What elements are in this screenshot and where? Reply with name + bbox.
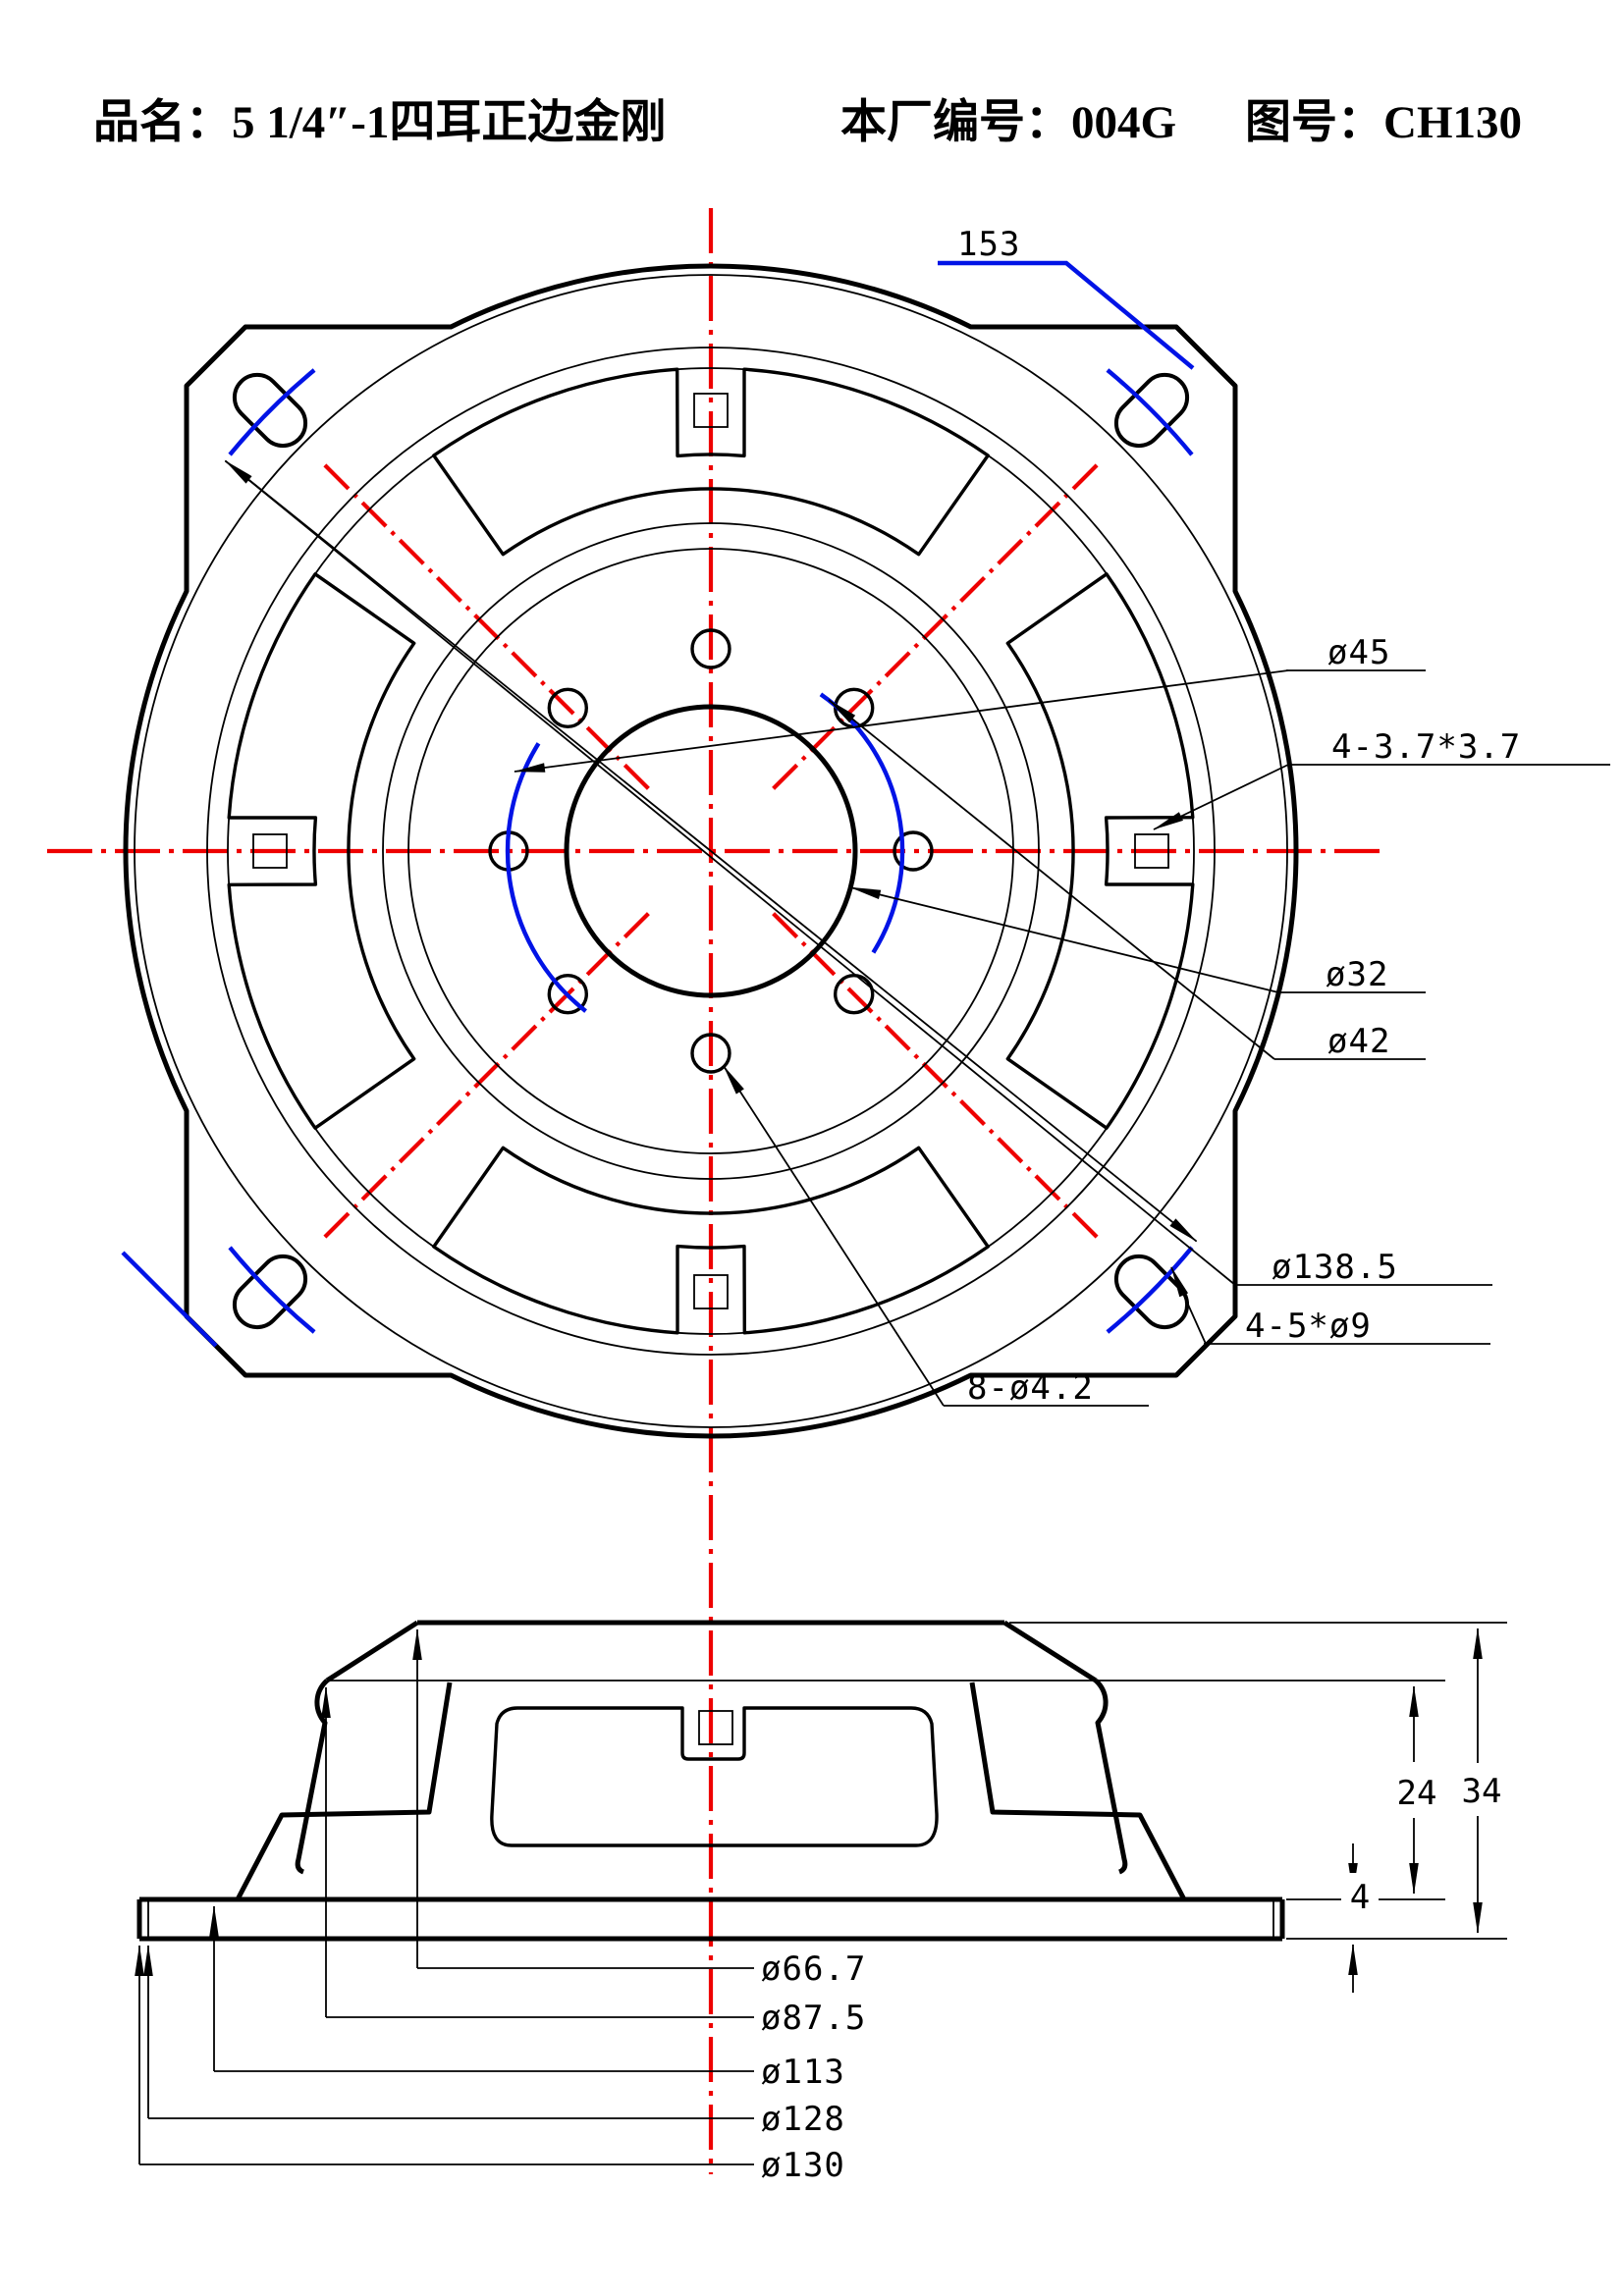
dim-holes: 8-ø4.2 bbox=[967, 1368, 1094, 1408]
slot-bc-arc-sw bbox=[228, 1246, 316, 1334]
dim-slots: 4-5*ø9 bbox=[1245, 1307, 1372, 1346]
top-view-dims: 153 ø45 4-3.7*3.7 ø32 ø42 ø138.5 4-5*ø9 … bbox=[957, 225, 1521, 1408]
dim-d130: ø130 bbox=[761, 2146, 845, 2185]
cone-base-circle bbox=[206, 347, 1216, 1356]
factory-number: 本厂编号：004G bbox=[840, 97, 1176, 148]
vent-windows bbox=[227, 367, 1195, 1335]
dim-d42: ø42 bbox=[1327, 1022, 1390, 1061]
dim-4: 4 bbox=[1350, 1878, 1370, 1917]
skirt-left bbox=[295, 1679, 329, 1875]
vent-window bbox=[432, 367, 990, 557]
upper-step-circle bbox=[382, 522, 1040, 1180]
diagonal-centerline-se bbox=[772, 912, 1102, 1242]
product-name: 品名：5 1/4″-1四耳正边金刚 bbox=[93, 97, 666, 148]
wall-right bbox=[969, 1682, 1187, 1901]
title-block: 品名：5 1/4″-1四耳正边金刚 本厂编号：004G 图号：CH130 bbox=[93, 97, 1522, 148]
dim-squares: 4-3.7*3.7 bbox=[1331, 727, 1521, 767]
dim-d66-7: ø66.7 bbox=[761, 1949, 866, 1989]
ear-dim-extension-sw bbox=[121, 1251, 218, 1348]
slot-bc-arc-ne bbox=[1106, 368, 1194, 456]
side-square-hole bbox=[698, 1710, 733, 1745]
center-hole bbox=[564, 704, 858, 998]
small-holes bbox=[488, 628, 934, 1074]
top-opening-circle bbox=[407, 548, 1014, 1154]
top-view-leaders bbox=[224, 459, 1610, 1407]
square-hole bbox=[693, 393, 729, 428]
frame-outline bbox=[123, 263, 1299, 1439]
diagonal-centerline-sw bbox=[320, 912, 650, 1242]
dim-d45: ø45 bbox=[1327, 633, 1390, 672]
dim-d138-5: ø138.5 bbox=[1272, 1248, 1398, 1287]
rim-chamfer-left bbox=[325, 1620, 419, 1683]
dim-d113: ø113 bbox=[761, 2053, 845, 2092]
flange-inner-circle bbox=[134, 274, 1288, 1428]
dim-34: 34 bbox=[1462, 1772, 1502, 1811]
wall-left bbox=[235, 1682, 453, 1901]
window-outer-circle bbox=[227, 367, 1195, 1335]
diagonal-centerline-ne bbox=[772, 460, 1102, 790]
dim-d87-5: ø87.5 bbox=[761, 1999, 866, 2038]
side-view: 24 34 4 ø66.7 ø87.5 ø113 ø128 ø130 bbox=[135, 1620, 1512, 2185]
diameter-dims: ø66.7 ø87.5 ø113 ø128 ø130 bbox=[135, 1629, 866, 2185]
dim-d128: ø128 bbox=[761, 2100, 845, 2139]
hole-bc-arc-left bbox=[505, 742, 587, 1013]
diagonal-centerline-nw bbox=[320, 460, 650, 790]
drawing-number: 图号：CH130 bbox=[1245, 97, 1522, 148]
dim-153: 153 bbox=[957, 225, 1020, 264]
slot-bc-arc-nw bbox=[228, 368, 316, 456]
dim-24: 24 bbox=[1397, 1774, 1437, 1813]
top-view: 153 ø45 4-3.7*3.7 ø32 ø42 ø138.5 4-5*ø9 … bbox=[121, 225, 1610, 1439]
rim-chamfer-right bbox=[1002, 1620, 1098, 1683]
slot-bc-arc-se bbox=[1106, 1246, 1194, 1334]
skirt-right bbox=[1094, 1679, 1128, 1875]
ear-dim-extension-ne bbox=[938, 260, 1195, 370]
side-window bbox=[490, 1706, 939, 1847]
height-dims: 24 34 4 bbox=[1009, 1622, 1512, 1993]
dim-d32: ø32 bbox=[1326, 955, 1388, 994]
